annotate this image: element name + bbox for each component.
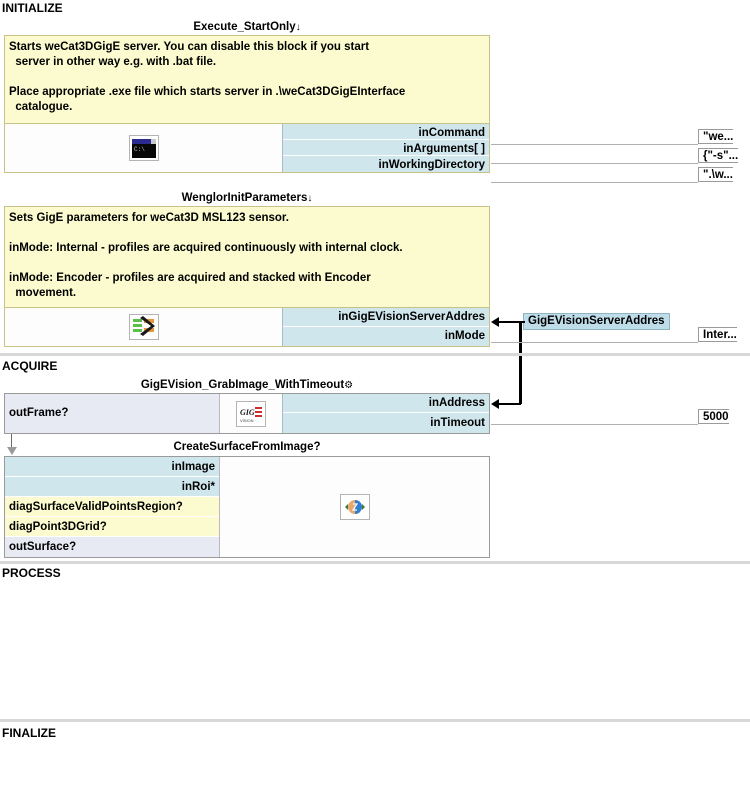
block-icon-cell-create-surface-from-image bbox=[220, 457, 489, 557]
parameters-arrow-icon bbox=[128, 314, 159, 340]
block-icon-cell-execute-startonly: C:\ bbox=[5, 124, 282, 172]
block-comment-execute-startonly: Starts weCat3DGigE server. You can disab… bbox=[5, 36, 489, 124]
wire-in-arguments bbox=[491, 163, 698, 164]
svg-text:GIG: GIG bbox=[240, 408, 255, 417]
console-window-icon: C:\ bbox=[128, 135, 159, 161]
section-rule-acquire bbox=[0, 353, 750, 356]
port-in-timeout[interactable]: inTimeout bbox=[283, 413, 489, 433]
svg-text:C:\: C:\ bbox=[134, 146, 145, 153]
port-diag-point3dgrid[interactable]: diagPoint3DGrid? bbox=[5, 517, 219, 537]
input-ports-gigevision-grabimage: inAddress inTimeout bbox=[282, 394, 489, 433]
section-rule-process bbox=[0, 561, 750, 564]
port-in-address[interactable]: inAddress bbox=[283, 394, 489, 413]
wire-global-to-wenglor bbox=[499, 321, 521, 323]
port-in-command[interactable]: inCommand bbox=[283, 124, 489, 141]
input-ports-wenglor-init-parameters: inGigEVisionServerAddres inMode bbox=[282, 308, 489, 346]
wire-outframe-to-inimage bbox=[11, 434, 12, 450]
block-title-wenglor-init-parameters: WenglorInitParameters↓ bbox=[4, 192, 490, 204]
port-out-surface[interactable]: outSurface? bbox=[5, 537, 219, 557]
wire-in-timeout bbox=[491, 424, 698, 425]
arrow-into-wenglor-address bbox=[491, 317, 499, 327]
wire-global-vertical bbox=[519, 321, 522, 404]
block-wenglor-init-parameters[interactable]: Sets GigE parameters for weCat3D MSL123 … bbox=[4, 206, 490, 347]
section-label-acquire: ACQUIRE bbox=[2, 359, 58, 373]
gige-vision-icon: GIG VISION bbox=[236, 400, 266, 427]
section-rule-finalize bbox=[0, 719, 750, 722]
block-execute-startonly[interactable]: Starts weCat3DGigE server. You can disab… bbox=[4, 35, 490, 173]
input-ports-execute-startonly: inCommand inArguments[ ] inWorkingDirect… bbox=[282, 124, 489, 172]
value-in-mode[interactable]: Inter... bbox=[698, 327, 737, 342]
surface-from-image-icon bbox=[339, 494, 370, 520]
port-in-arguments[interactable]: inArguments[ ] bbox=[283, 140, 489, 157]
section-label-process: PROCESS bbox=[2, 566, 61, 580]
block-title-create-surface-from-image: CreateSurfaceFromImage? bbox=[4, 441, 490, 453]
wire-in-working-directory bbox=[491, 182, 698, 183]
port-in-working-directory[interactable]: inWorkingDirectory bbox=[283, 156, 489, 172]
gear-icon: ⚙ bbox=[344, 380, 354, 391]
collapse-down-icon: ↓ bbox=[295, 22, 301, 33]
block-comment-wenglor-init-parameters: Sets GigE parameters for weCat3D MSL123 … bbox=[5, 207, 489, 308]
block-gigevision-grabimage[interactable]: outFrame? GIG VISION inAddress inTimeout bbox=[4, 393, 490, 434]
port-in-mode[interactable]: inMode bbox=[283, 327, 489, 346]
block-icon-cell-gigevision-grabimage: GIG VISION bbox=[220, 394, 282, 433]
arrow-into-grabimage-address bbox=[491, 399, 499, 409]
value-in-timeout[interactable]: 5000 bbox=[698, 409, 729, 424]
section-label-initialize: INITIALIZE bbox=[2, 1, 63, 15]
value-in-command[interactable]: "we... bbox=[698, 129, 734, 144]
port-diag-surface-valid-points-region[interactable]: diagSurfaceValidPointsRegion? bbox=[5, 497, 219, 517]
port-in-gige-vision-server-address[interactable]: inGigEVisionServerAddres bbox=[283, 308, 489, 327]
block-title-text: CreateSurfaceFromImage? bbox=[173, 441, 321, 453]
wire-in-command bbox=[491, 144, 698, 145]
arrow-into-inimage bbox=[7, 447, 17, 455]
block-title-text: WenglorInitParameters bbox=[181, 192, 308, 204]
collapse-down-icon: ↓ bbox=[307, 193, 313, 204]
block-icon-cell-wenglor-init-parameters bbox=[5, 308, 282, 346]
port-out-frame[interactable]: outFrame? bbox=[5, 394, 219, 433]
ports-create-surface-from-image: inImage inRoi* diagSurfaceValidPointsReg… bbox=[5, 457, 220, 557]
value-in-working-directory[interactable]: ".\w... bbox=[698, 167, 733, 182]
wire-in-mode bbox=[491, 342, 698, 343]
block-title-text: GigEVision_GrabImage_WithTimeout bbox=[140, 379, 345, 391]
block-title-execute-startonly: Execute_StartOnly↓ bbox=[4, 21, 490, 33]
port-in-roi[interactable]: inRoi* bbox=[5, 477, 219, 497]
wire-global-to-grabimage bbox=[499, 403, 521, 405]
section-label-finalize: FINALIZE bbox=[2, 726, 56, 740]
block-title-text: Execute_StartOnly bbox=[193, 21, 296, 33]
block-create-surface-from-image[interactable]: inImage inRoi* diagSurfaceValidPointsReg… bbox=[4, 456, 490, 558]
output-ports-gigevision-grabimage: outFrame? bbox=[5, 394, 220, 433]
svg-text:VISION: VISION bbox=[240, 418, 254, 423]
block-title-gigevision-grabimage: GigEVision_GrabImage_WithTimeout⚙ bbox=[4, 379, 490, 391]
global-chip-gigevision-server-address[interactable]: GigEVisionServerAddres bbox=[523, 313, 670, 330]
wire-global-stub bbox=[521, 321, 525, 323]
port-in-image[interactable]: inImage bbox=[5, 457, 219, 477]
value-in-arguments[interactable]: {"-s"... bbox=[698, 148, 739, 163]
